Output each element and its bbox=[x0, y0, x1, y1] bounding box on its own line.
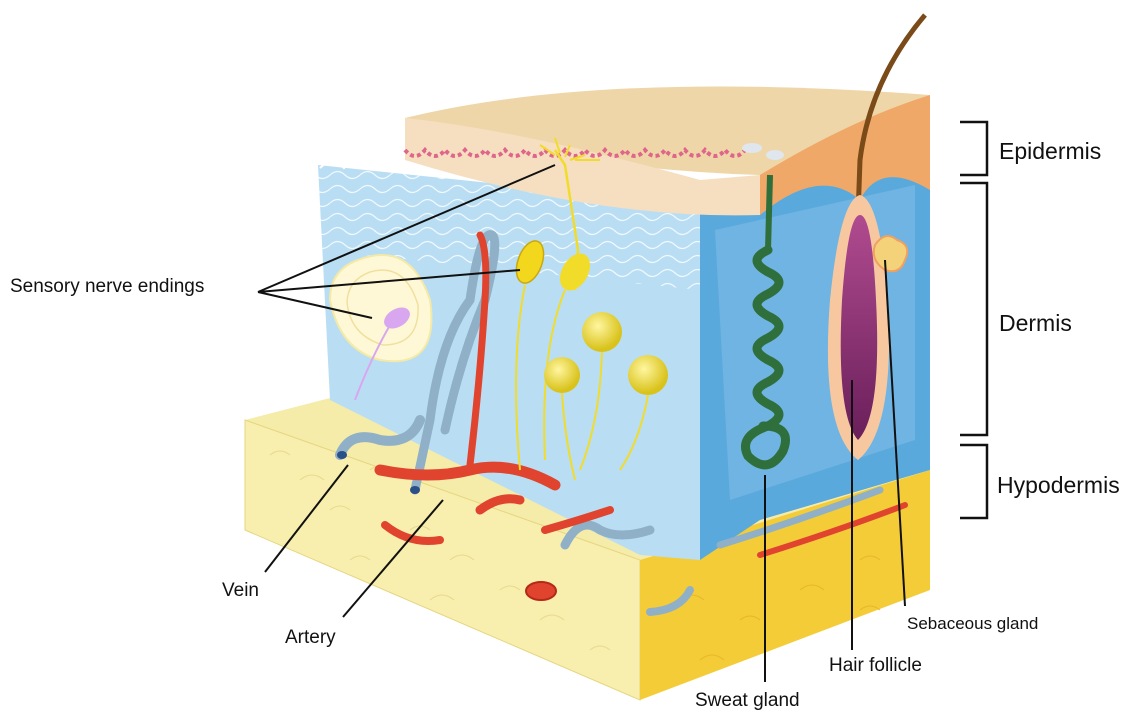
label-hair-follicle: Hair follicle bbox=[829, 655, 922, 676]
bracket-hypodermis bbox=[960, 445, 987, 518]
label-hypodermis: Hypodermis bbox=[997, 472, 1120, 498]
label-sebaceous-gland: Sebaceous gland bbox=[907, 614, 1038, 633]
label-dermis: Dermis bbox=[999, 310, 1072, 336]
label-sweat-gland: Sweat gland bbox=[695, 690, 800, 711]
label-epidermis: Epidermis bbox=[999, 138, 1101, 164]
sweat-duct bbox=[768, 175, 770, 250]
label-artery: Artery bbox=[285, 627, 336, 648]
label-vein: Vein bbox=[222, 580, 259, 601]
layer-brackets bbox=[960, 122, 987, 518]
artery-cross-section bbox=[526, 582, 556, 600]
bracket-dermis bbox=[960, 183, 987, 435]
label-sensory-nerve-endings: Sensory nerve endings bbox=[10, 276, 204, 297]
bracket-epidermis bbox=[960, 122, 987, 175]
sebaceous-gland-shape bbox=[874, 236, 907, 271]
